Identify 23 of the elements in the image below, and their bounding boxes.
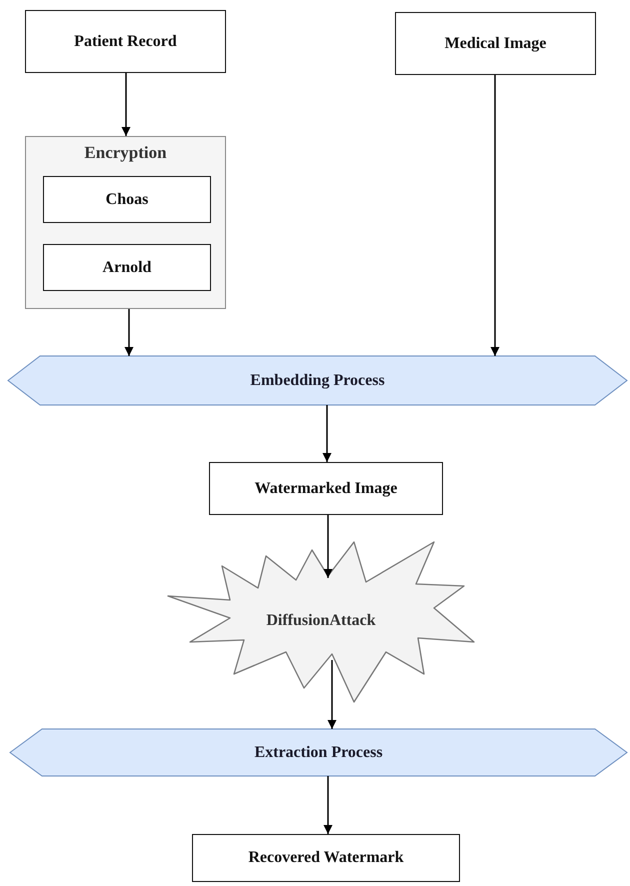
arrow — [490, 75, 500, 356]
arrow — [322, 405, 332, 462]
process-box — [43, 176, 211, 223]
process-box — [25, 10, 226, 73]
arrow — [122, 73, 130, 136]
node-label: Embedding Process — [250, 372, 385, 390]
node-label: Arnold — [102, 258, 152, 276]
node-label: Choas — [106, 190, 148, 208]
process-box — [395, 12, 596, 75]
arrow — [324, 776, 332, 834]
node-label: Extraction Process — [254, 744, 383, 762]
process-box — [209, 462, 443, 515]
node-label: Watermarked Image — [254, 480, 398, 498]
node-label: Medical Image — [444, 34, 546, 52]
node-label: Patient Record — [74, 32, 177, 50]
group-box — [25, 136, 226, 309]
process-box — [192, 834, 460, 882]
node-label: DiffusionAttack — [266, 612, 376, 630]
arrow — [324, 515, 332, 578]
arrow — [124, 309, 134, 356]
group-title: Encryption — [84, 143, 167, 163]
process-box — [43, 244, 211, 291]
node-label: Recovered Watermark — [248, 849, 404, 867]
